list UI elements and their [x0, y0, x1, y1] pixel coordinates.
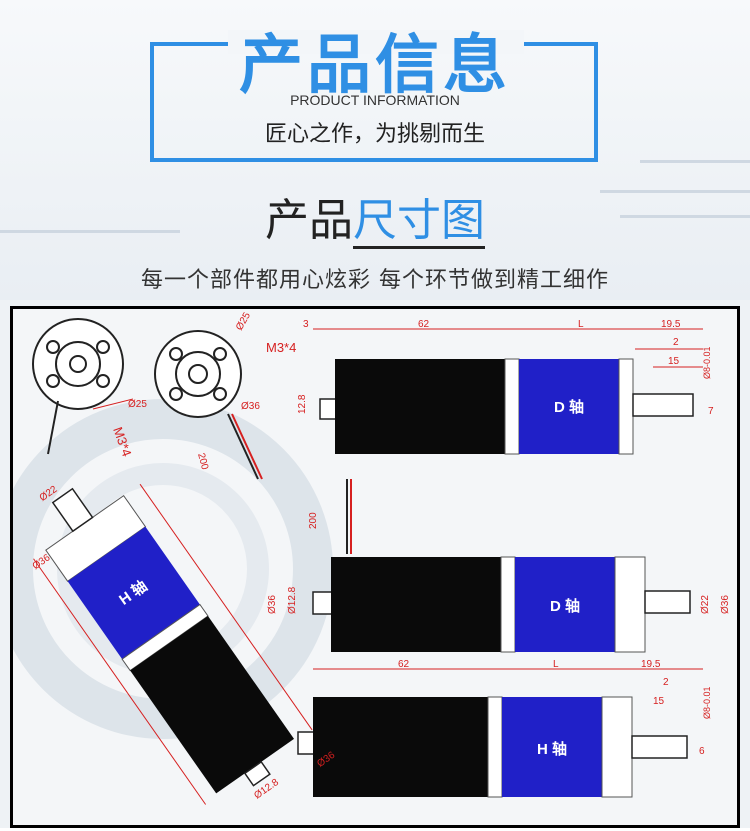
bottom-strip [0, 828, 750, 831]
gearbox-label: D 轴 [550, 597, 580, 615]
decor-line [600, 190, 750, 193]
decor-line [0, 230, 180, 233]
dim-text: L [578, 319, 584, 330]
dim-text: 15 [668, 356, 680, 367]
header-frame-gap [228, 30, 524, 54]
dim-text: 200 [308, 512, 319, 529]
section-title: 产品尺寸图 [0, 184, 750, 249]
page-title: 产品信息 [239, 29, 511, 103]
dim-text: Ø8-0.01 [702, 686, 712, 719]
dim-text: Ø25 [234, 310, 253, 332]
gearbox-label: H 轴 [537, 740, 567, 758]
dim-text: 12.8 [297, 394, 308, 414]
dimension-drawing: Ø25 M3*4 Ø25 Ø36 M3*4 200 3 62 L 19.5 2 [10, 306, 740, 828]
gearbox-label: D 轴 [554, 398, 584, 416]
dim-text: Ø25 [128, 399, 147, 410]
dim-text: Ø36 [267, 595, 278, 614]
dim-text: Ø22 [700, 595, 711, 614]
dim-text: 6 [699, 746, 705, 757]
dim-text: 19.5 [641, 659, 661, 670]
decor-line [620, 215, 750, 218]
slogan: 匠心之作，为挑剔而生 [264, 122, 485, 147]
dim-text: 19.5 [661, 319, 681, 330]
dim-text: M3*4 [266, 340, 296, 355]
dim-text: 2 [673, 337, 679, 348]
dim-text: 200 [195, 452, 210, 471]
drawing-canvas: Ø25 M3*4 Ø25 Ø36 M3*4 200 3 62 L 19.5 2 [13, 310, 731, 805]
dim-text: 15 [653, 696, 665, 707]
motor-d-top: 3 62 L 19.5 2 15 12.8 7 Ø8-0.01 D 轴 [297, 319, 714, 455]
dim-text: 62 [418, 319, 430, 330]
section-title-highlight: 尺寸图 [353, 195, 485, 249]
decor-line [640, 160, 750, 163]
dim-text: Ø36 [720, 595, 731, 614]
section-title-prefix: 产品 [265, 195, 353, 246]
dim-text: 3 [303, 319, 309, 330]
motor-h-tilted: H 轴 Ø36 Ø22 Ø12.8 Ø36 [31, 484, 337, 805]
dim-text: 7 [708, 406, 714, 417]
dim-text: 2 [663, 677, 669, 688]
dim-text: 62 [398, 659, 410, 670]
page-title-en: PRODUCT INFORMATION [290, 92, 460, 108]
front-view-1: Ø25 M3*4 [32, 318, 147, 459]
motor-d-mid: 200 Ø36 Ø12.8 Ø22 Ø36 D 轴 [267, 479, 731, 653]
motor-h-bottom: 62 L 19.5 2 15 6 Ø8-0.01 H 轴 [297, 659, 712, 798]
dim-text: Ø8-0.01 [702, 346, 712, 379]
section-subtitle: 每一个部件都用心炫彩 每个环节做到精工细作 [141, 268, 609, 293]
dim-text: Ø12.8 [287, 586, 298, 614]
dim-text: L [553, 659, 559, 670]
dim-text: Ø36 [241, 401, 260, 412]
